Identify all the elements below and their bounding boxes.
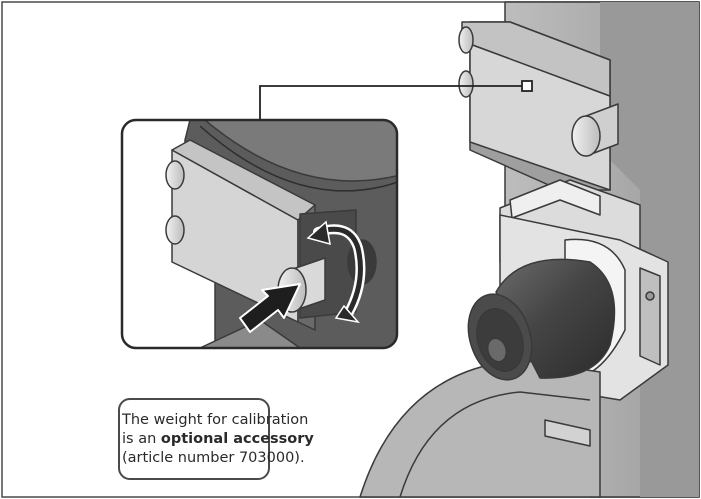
inset-lower-part bbox=[199, 319, 301, 348]
caption-line-1: The weight for calibration bbox=[122, 411, 309, 428]
arrow-push-icon bbox=[239, 283, 301, 333]
housing-knob-upper bbox=[458, 26, 474, 54]
arrow-rotate-icon bbox=[306, 220, 366, 324]
caption-line-2: is an optional accessory bbox=[122, 430, 314, 449]
weight-end-knob bbox=[486, 337, 508, 363]
column-shadow bbox=[600, 2, 699, 497]
inset-knob-lower bbox=[165, 215, 185, 245]
callout-leader-line bbox=[259, 85, 522, 120]
inset-housing-top bbox=[204, 120, 397, 182]
caption-highlight: optional accessory bbox=[160, 430, 314, 447]
base-plate-ring bbox=[399, 391, 591, 498]
callout-target-marker bbox=[521, 80, 533, 92]
inset-knob-upper bbox=[165, 160, 185, 190]
base-plate-slot bbox=[544, 419, 591, 447]
detail-inset bbox=[120, 118, 399, 350]
caption-line-2-prefix: is an bbox=[122, 430, 161, 447]
holder-slot bbox=[639, 267, 661, 366]
balance-device bbox=[359, 1, 700, 498]
side-button-cap bbox=[571, 115, 601, 157]
inset-housing-rim bbox=[199, 125, 397, 192]
housing-knob-lower bbox=[458, 70, 474, 98]
caption-line-3: (article number 703000). bbox=[122, 449, 305, 466]
holder-screw bbox=[645, 291, 655, 301]
inset-border bbox=[120, 118, 399, 350]
caption-box: The weight for calibration is an optiona… bbox=[118, 398, 314, 480]
